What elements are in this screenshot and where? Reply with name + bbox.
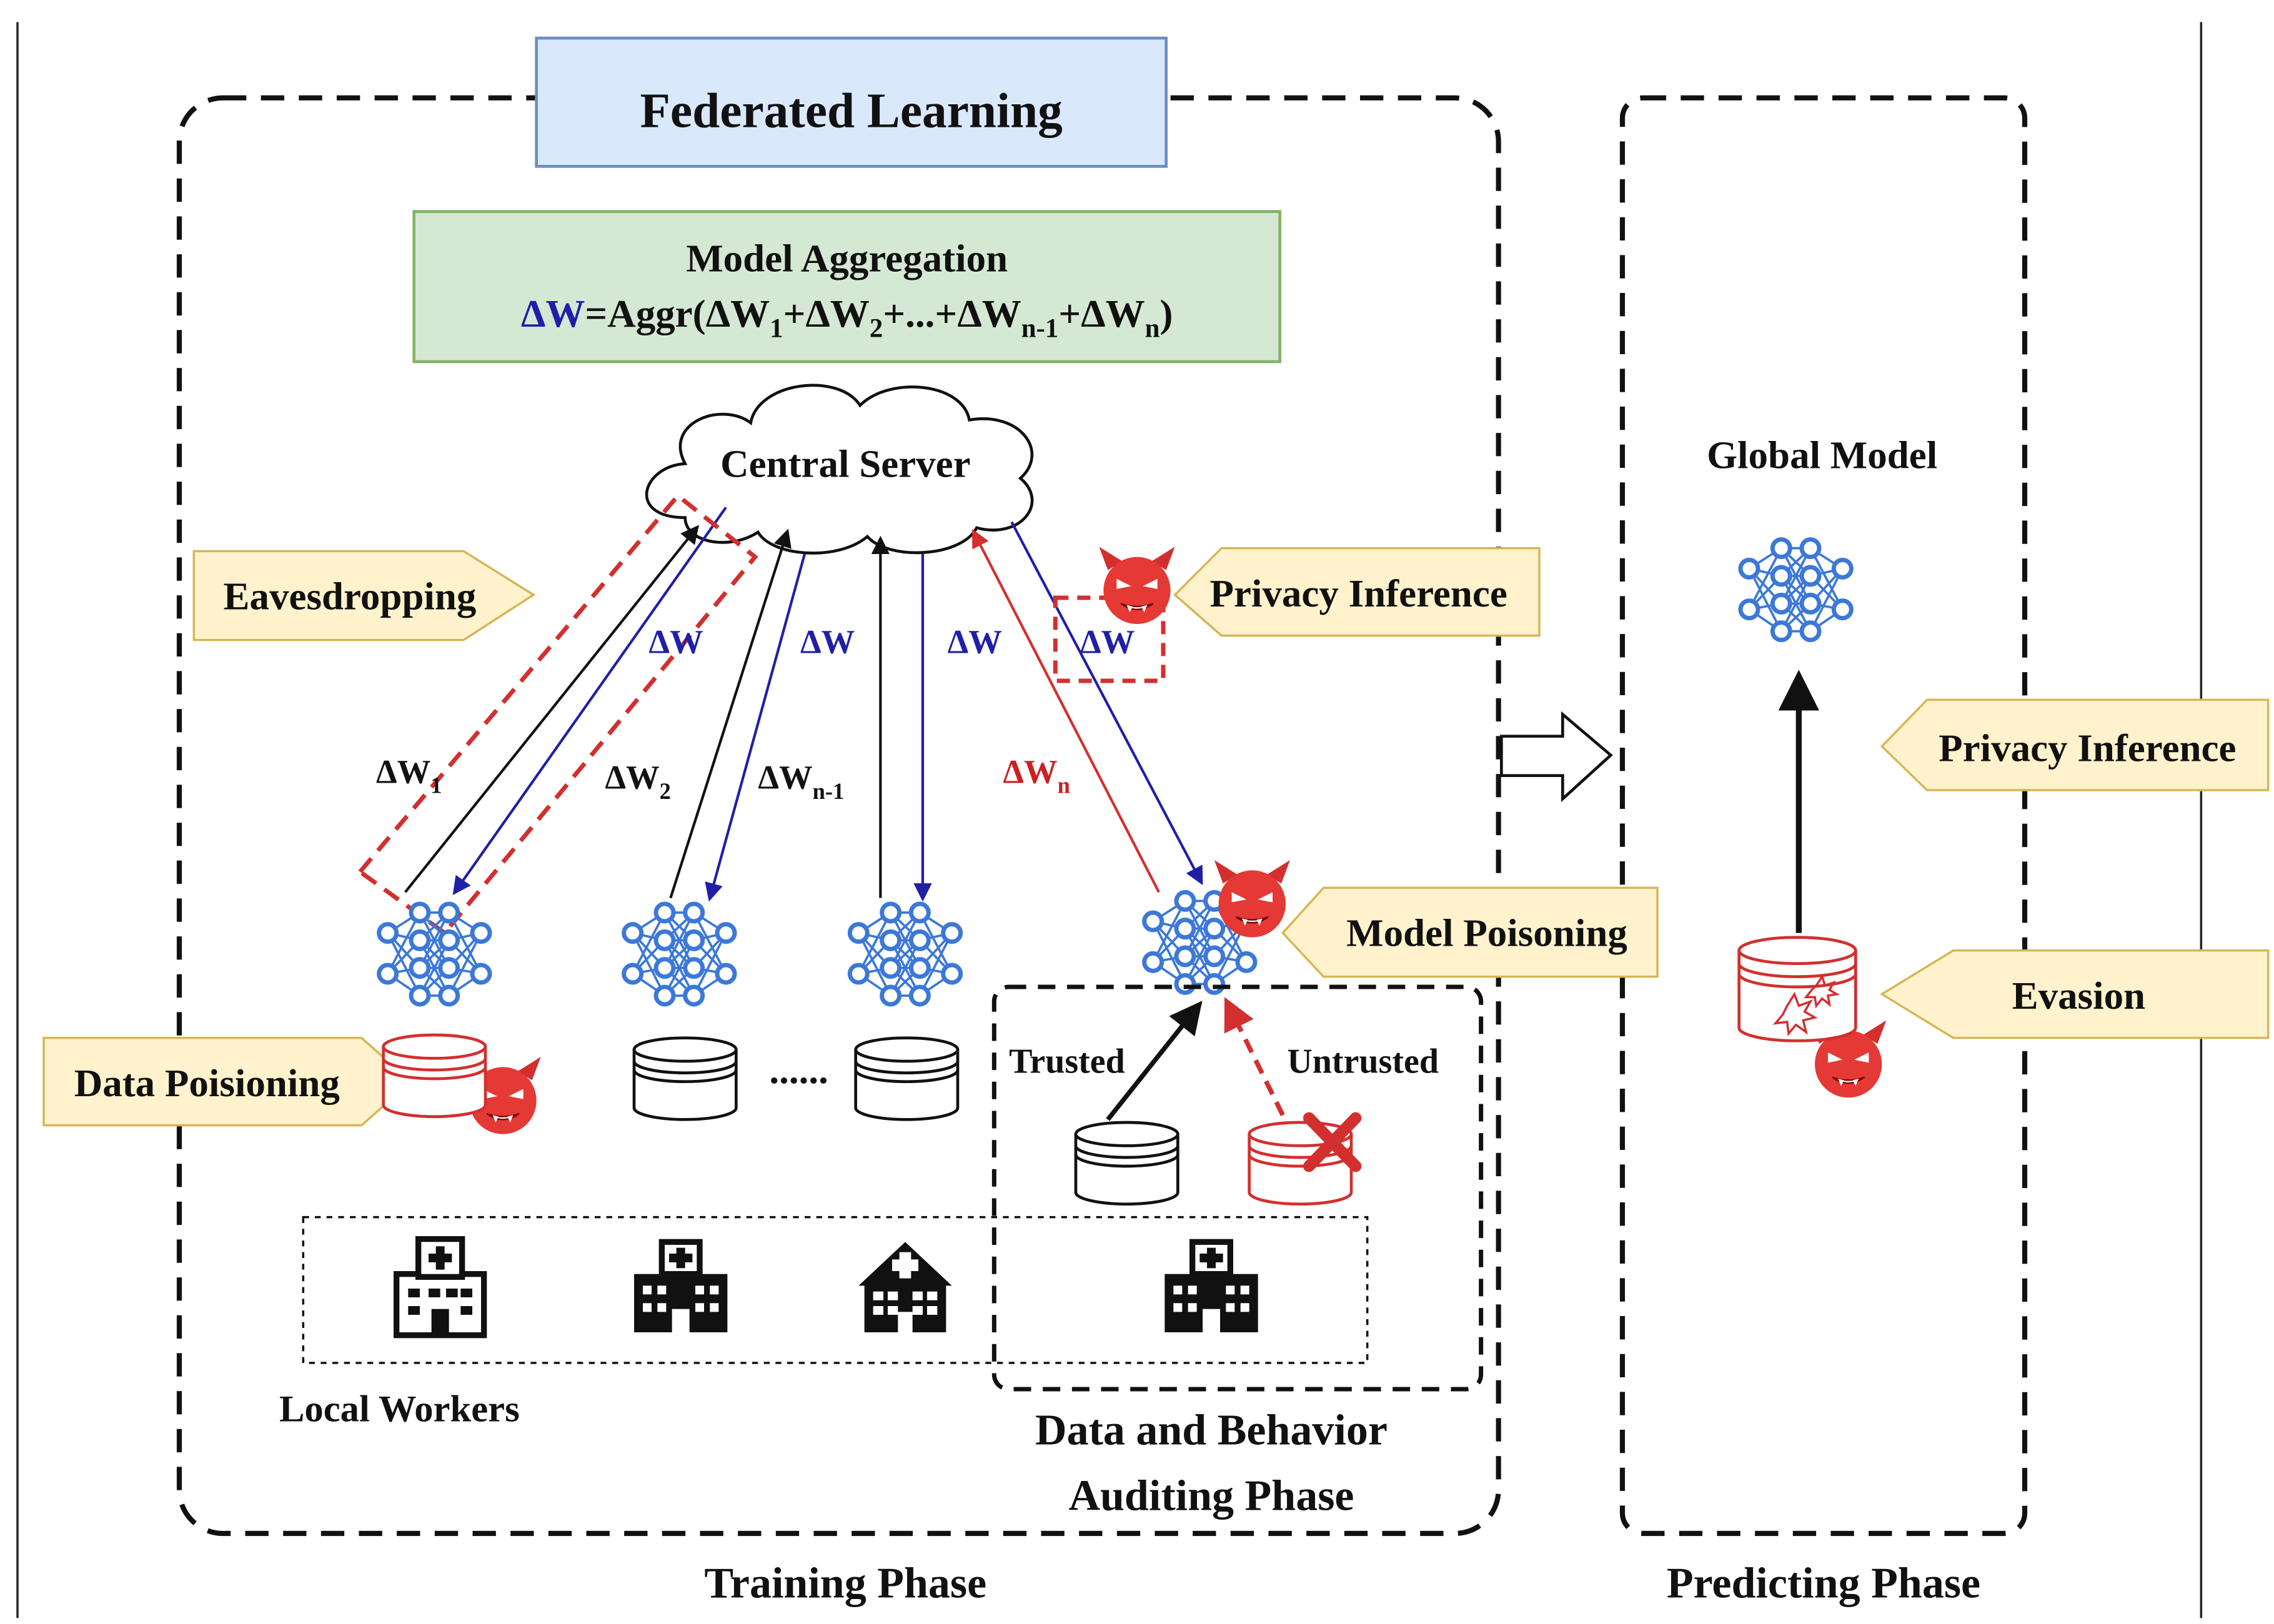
neural-network-icon bbox=[850, 904, 960, 1004]
local-workers-frame bbox=[302, 1216, 1369, 1364]
database-icon bbox=[1076, 1122, 1178, 1204]
privacy-inference-predict-callout: Privacy Inference bbox=[1880, 698, 2270, 791]
upload-arrow-wn bbox=[971, 528, 1160, 893]
privacy-inference-label: Privacy Inference bbox=[1210, 572, 1507, 615]
perturbation-icon bbox=[1772, 974, 1840, 1036]
auditing-phase-label-line1: Data and Behavior bbox=[1035, 1407, 1388, 1455]
update-arrows bbox=[404, 507, 1203, 902]
evasion-label: Evasion bbox=[2012, 974, 2146, 1017]
database-icon bbox=[856, 1038, 958, 1120]
phase-transition-arrow bbox=[1500, 711, 1613, 803]
dw2-label: ΔW2 bbox=[605, 759, 671, 804]
central-server-label: Central Server bbox=[720, 442, 970, 485]
download-arrow-wn bbox=[1010, 521, 1203, 886]
data-poisoning-callout: Data Poisioning bbox=[42, 1036, 413, 1127]
neural-network-icon bbox=[379, 904, 490, 1004]
neural-network-icon bbox=[1740, 540, 1851, 640]
trusted-arrow bbox=[1106, 1001, 1203, 1121]
dwn-label: ΔWn bbox=[1003, 753, 1070, 798]
aggregation-formula: ΔW=Aggr(ΔW1+ΔW2+...+ΔWn-1+ΔWn) bbox=[521, 292, 1173, 343]
hospital-icon bbox=[397, 1239, 484, 1335]
model-poisoning-label: Model Poisoning bbox=[1346, 911, 1627, 955]
dw1-label: ΔW1 bbox=[376, 753, 442, 798]
untrusted-label: Untrusted bbox=[1287, 1042, 1439, 1081]
download-arrow-w2 bbox=[705, 553, 807, 902]
eavesdropping-callout: Eavesdropping bbox=[192, 550, 536, 641]
global-model-label: Global Model bbox=[1707, 433, 1937, 477]
upload-arrow-w1 bbox=[404, 525, 700, 893]
privacy-inference-predict-label: Privacy Inference bbox=[1939, 726, 2236, 770]
neural-network-icon bbox=[624, 904, 735, 1004]
aggregation-box: Model Aggregation ΔW=Aggr(ΔW1+ΔW2+...+ΔW… bbox=[412, 210, 1281, 364]
evasion-callout: Evasion bbox=[1879, 949, 2270, 1039]
model-poisoning-callout: Model Poisoning bbox=[1281, 886, 1659, 978]
database-icon bbox=[634, 1038, 736, 1120]
untrusted-arrow bbox=[1224, 997, 1285, 1116]
dw-label-1: ΔW bbox=[648, 623, 703, 661]
auditing-phase-label-line2: Auditing Phase bbox=[1068, 1472, 1354, 1520]
hospital-icon bbox=[634, 1239, 728, 1332]
central-server-cloud-icon bbox=[645, 384, 1034, 555]
dw-label-4: ΔW bbox=[1080, 623, 1135, 661]
database-icon bbox=[384, 1035, 485, 1117]
hospital-icon bbox=[858, 1242, 952, 1332]
predicting-phase-label: Predicting Phase bbox=[1667, 1560, 1980, 1608]
data-poisoning-label: Data Poisioning bbox=[74, 1061, 340, 1105]
diagram-title: Federated Learning bbox=[640, 83, 1062, 138]
local-workers-label: Local Workers bbox=[279, 1388, 520, 1430]
training-phase-label: Training Phase bbox=[704, 1560, 986, 1608]
eavesdropping-label: Eavesdropping bbox=[224, 575, 477, 618]
upload-arrow-w2 bbox=[669, 528, 792, 899]
database-icon bbox=[1737, 936, 1857, 1042]
hospital-icon bbox=[1164, 1239, 1258, 1332]
dwn1-label: ΔWn-1 bbox=[758, 759, 844, 804]
privacy-inference-callout: Privacy Inference bbox=[1173, 547, 1541, 637]
devil-icon bbox=[1098, 546, 1176, 625]
download-arrow-w1 bbox=[452, 507, 727, 896]
title-box: Federated Learning bbox=[535, 36, 1168, 168]
ellipsis: ...... bbox=[769, 1048, 828, 1092]
predicting-phase-frame bbox=[1619, 95, 2028, 1537]
red-x-icon bbox=[1303, 1112, 1362, 1172]
aggregation-title: Model Aggregation bbox=[686, 236, 1008, 280]
trusted-label: Trusted bbox=[1009, 1042, 1125, 1081]
dw-label-2: ΔW bbox=[800, 623, 855, 661]
dw-label-3: ΔW bbox=[948, 623, 1002, 661]
